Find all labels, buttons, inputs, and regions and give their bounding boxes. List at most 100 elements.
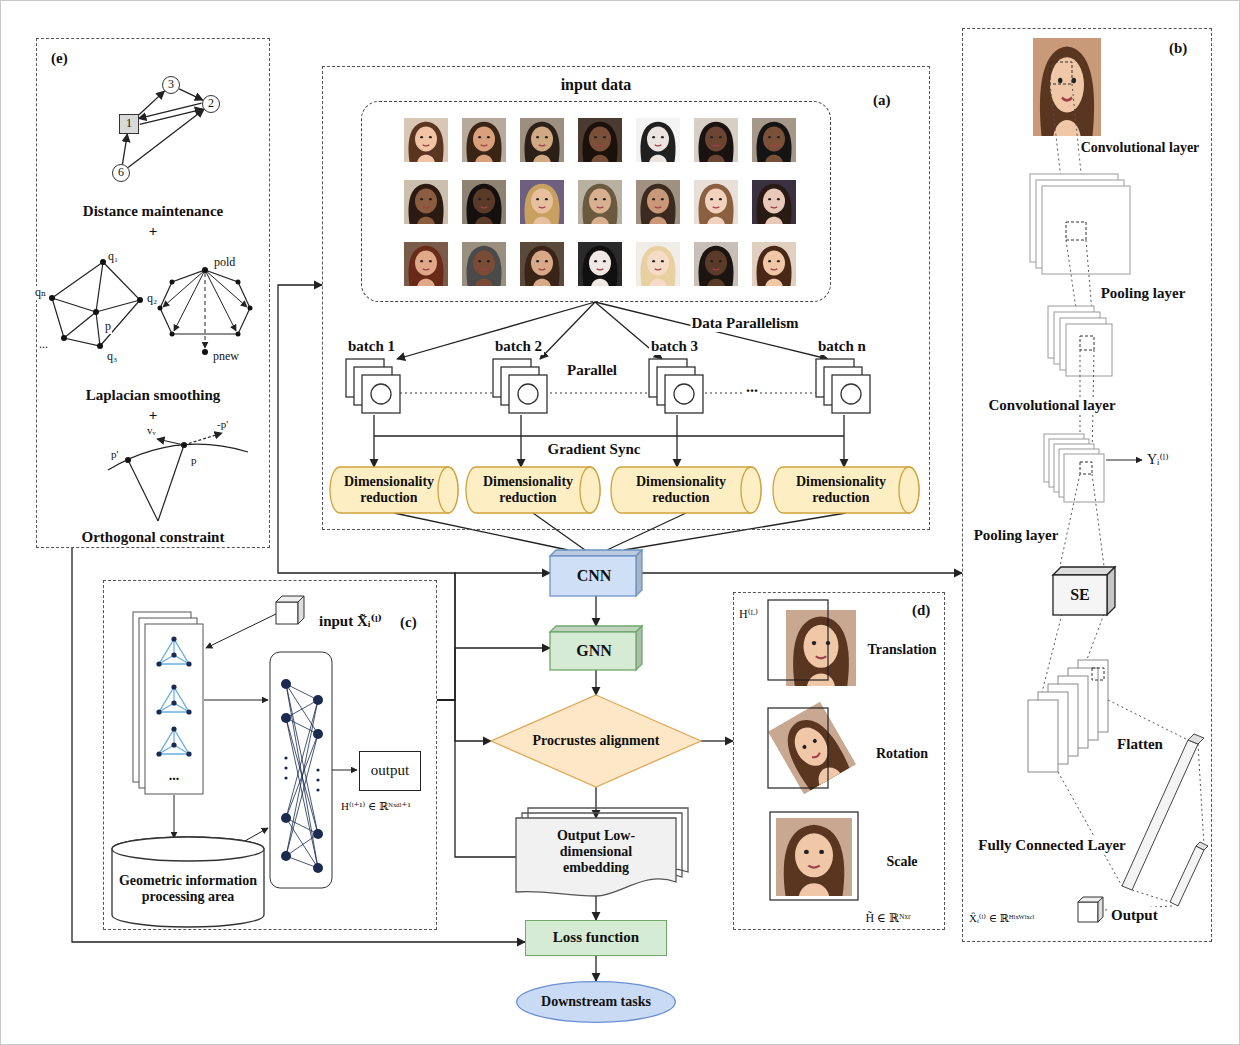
text-area: Loss function bbox=[526, 921, 666, 955]
reduction-cylinder: Dimensionality reduction bbox=[773, 467, 919, 513]
panel-frame: (d) bbox=[733, 592, 945, 930]
node-heading: batch 1 bbox=[346, 338, 397, 355]
label-holder: -p' bbox=[216, 414, 229, 432]
outline-part bbox=[509, 375, 547, 413]
text-area: SE bbox=[1053, 567, 1115, 615]
label-holder: Convolutional layer bbox=[987, 396, 1116, 414]
figure-g bbox=[768, 702, 856, 794]
figure-rect bbox=[1033, 38, 1101, 136]
panel-letter: (c) bbox=[398, 614, 419, 631]
plus-sign: + bbox=[148, 407, 159, 424]
figure-path bbox=[1060, 474, 1104, 566]
figure-rect bbox=[1064, 454, 1104, 502]
text-area: 2 bbox=[203, 96, 219, 112]
math-label: H⁽ˡ⁺¹⁾ ∈ ℝᴺˣᵈˡ⁺¹ bbox=[340, 800, 412, 813]
figure-use bbox=[466, 184, 501, 224]
figure-circle bbox=[284, 766, 287, 769]
figure-g bbox=[49, 259, 143, 349]
sync-bus bbox=[374, 435, 844, 436]
node-heading: batch n bbox=[816, 338, 868, 355]
text-area: Dimensionality reduction bbox=[330, 467, 458, 513]
text-area bbox=[362, 102, 830, 301]
node-heading: input data bbox=[559, 76, 634, 94]
connector bbox=[179, 89, 203, 100]
input-data-box: input data bbox=[361, 101, 831, 302]
label-holder: (b) bbox=[1167, 39, 1189, 57]
label-holder: batch n bbox=[816, 337, 868, 355]
figure-use bbox=[408, 184, 443, 224]
orthogonal-figure bbox=[108, 433, 248, 521]
node-label: output bbox=[371, 762, 409, 779]
outline-part bbox=[330, 467, 458, 513]
connector bbox=[437, 648, 550, 700]
reduction-cylinder: Dimensionality reduction bbox=[466, 467, 600, 513]
figure-use bbox=[408, 122, 443, 162]
text-area: Downstream tasks bbox=[516, 981, 676, 1023]
text-area: Dimensionality reduction bbox=[773, 467, 919, 513]
panel-frame: SE (b) bbox=[962, 28, 1212, 942]
figure-rect bbox=[694, 118, 738, 162]
connector bbox=[843, 415, 844, 467]
connector bbox=[595, 302, 828, 359]
figure-circle bbox=[316, 778, 319, 781]
figure-use bbox=[793, 617, 849, 686]
label-holder: Parallel bbox=[566, 361, 618, 379]
label-holder: Pooling layer bbox=[1100, 284, 1187, 302]
figure-circle bbox=[182, 443, 187, 448]
outline-part bbox=[665, 375, 703, 413]
stack-outline bbox=[346, 359, 404, 415]
figure-use bbox=[582, 246, 617, 286]
figure-line bbox=[204, 700, 268, 701]
text-area bbox=[323, 67, 929, 529]
batch-stack: batch 3 bbox=[649, 359, 707, 415]
outline-part bbox=[466, 467, 600, 513]
node-label: Procrustes alignment bbox=[533, 733, 660, 749]
reduction-cylinder: Dimensionality reduction bbox=[611, 467, 761, 513]
batch-stack: batch 2 bbox=[493, 359, 551, 415]
figure-g bbox=[1028, 660, 1108, 772]
text-area bbox=[734, 593, 944, 929]
graph-node: 2 bbox=[202, 95, 220, 113]
step-label: Data Parallelism bbox=[690, 315, 799, 332]
figure-rect bbox=[520, 180, 564, 224]
node-label: Dimensionality reduction bbox=[474, 474, 582, 506]
panel-letter: (d) bbox=[910, 602, 932, 619]
node-label: Output Low-dimensional embedding bbox=[531, 828, 661, 876]
text-area bbox=[346, 359, 404, 415]
label-holder: + bbox=[148, 222, 159, 240]
figure-use bbox=[156, 726, 191, 756]
figure-rect bbox=[694, 242, 738, 286]
label-holder: H⁽ˡ⁺¹⁾ ∈ ℝᴺˣᵈˡ⁺¹ bbox=[340, 796, 412, 814]
outline-part bbox=[112, 837, 264, 861]
node-label: Dimensionality reduction bbox=[782, 474, 900, 506]
figure-rect bbox=[1092, 668, 1104, 680]
panel-frame: outputGeometric information processing a… bbox=[103, 580, 437, 930]
storage-cylinder: Geometric information processing area bbox=[112, 837, 264, 927]
figure-polygon bbox=[52, 262, 140, 346]
parallel-link bbox=[385, 393, 840, 394]
connector bbox=[595, 596, 596, 626]
figure-rect bbox=[770, 812, 858, 900]
panel-letter: (b) bbox=[1167, 40, 1189, 57]
figure-use bbox=[784, 825, 845, 896]
figure-circle bbox=[158, 306, 163, 311]
connector bbox=[437, 700, 491, 741]
terminal-ellipse: Downstream tasks bbox=[516, 981, 676, 1023]
point-label: q₂ bbox=[146, 292, 158, 306]
connector bbox=[373, 415, 374, 467]
figure-rect bbox=[752, 118, 796, 162]
figure-rect bbox=[1066, 222, 1086, 240]
figure-use bbox=[582, 184, 617, 224]
figure-rect bbox=[1080, 336, 1094, 350]
figure-rect bbox=[768, 702, 856, 794]
label-holder: Distance maintenance bbox=[82, 202, 224, 220]
process-box: GNN bbox=[550, 626, 642, 670]
outline-part bbox=[517, 982, 676, 1023]
label-holder: input data bbox=[362, 76, 830, 94]
ellipsis: ... bbox=[38, 338, 49, 352]
label-holder: pnew bbox=[212, 346, 240, 364]
outline-part bbox=[832, 375, 870, 413]
label-holder: Scale bbox=[885, 852, 918, 870]
figure-rect bbox=[462, 118, 506, 162]
label-holder: q₃ bbox=[106, 346, 118, 364]
